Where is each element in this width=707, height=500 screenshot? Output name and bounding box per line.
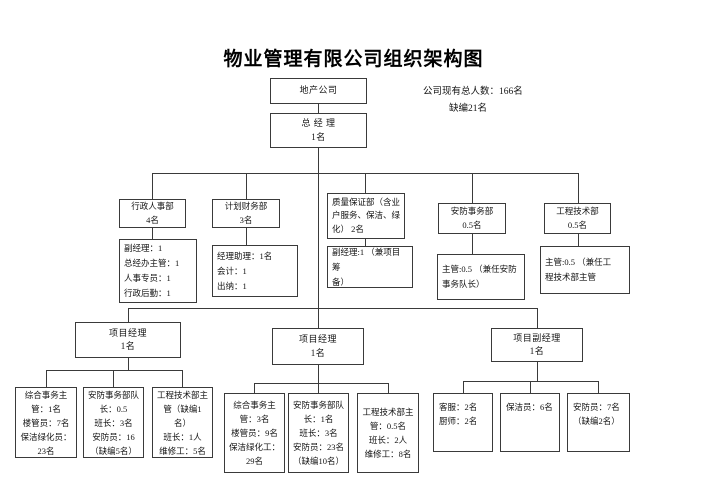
- connector: [537, 362, 538, 381]
- connector: [365, 239, 366, 246]
- connector: [254, 383, 389, 384]
- org-node-team2-affairs: 综合事务主管：3名楼管员：9名保洁绿化工：29名: [224, 393, 285, 473]
- org-node-team3-cleaning: 保洁员：6名: [500, 393, 560, 452]
- connector: [537, 308, 538, 328]
- connector: [318, 365, 319, 393]
- org-node-team2-security: 安防事务部队长：1名班长：3名安防员：23名（缺编10名）: [288, 393, 349, 473]
- connector: [254, 383, 255, 393]
- org-node-detail-quality: 副经理:1 （兼项目筹备）: [327, 246, 413, 288]
- connector: [246, 173, 247, 199]
- org-node-team3-service: 客服：2名厨师：2名: [433, 393, 493, 452]
- connector: [598, 381, 599, 393]
- org-node-team3-security: 安防员：7名（缺编2名）: [567, 393, 630, 452]
- connector: [472, 173, 473, 203]
- connector: [318, 148, 319, 328]
- connector: [388, 383, 389, 393]
- connector: [578, 173, 579, 203]
- connector: [463, 381, 599, 382]
- connector: [128, 358, 129, 370]
- connector: [128, 308, 538, 309]
- org-node-team1-affairs: 综合事务主管：1名楼管员：7名保洁绿化员：23名: [15, 387, 77, 458]
- connector: [152, 228, 153, 239]
- connector: [318, 104, 319, 113]
- connector: [113, 370, 114, 387]
- connector: [152, 173, 153, 199]
- connector: [46, 370, 183, 371]
- connector: [246, 228, 247, 245]
- connector: [578, 234, 579, 246]
- chart-title: 物业管理有限公司组织架构图: [223, 49, 484, 70]
- org-node-detail-security: 主管:0.5 （兼任安防事务队长）: [437, 254, 525, 300]
- connector: [182, 370, 183, 387]
- connector: [128, 308, 129, 322]
- connector: [472, 234, 473, 254]
- org-node-team2-engineering: 工程技术部主管：0.5名班长：2人维修工：8名: [357, 393, 419, 473]
- connector: [530, 381, 531, 393]
- connector: [365, 173, 366, 193]
- org-node-parent-company: 地产公司: [270, 78, 367, 104]
- headcount-summary: 公司现有总人数：166名 缺编21名: [423, 84, 523, 118]
- connector: [463, 381, 464, 393]
- vacancy-label: 缺编21名: [449, 104, 488, 114]
- org-node-dept-quality: 质量保证部（含业户服务、保洁、绿化） 2名: [327, 193, 405, 239]
- total-headcount-label: 公司现有总人数：166名: [423, 87, 523, 97]
- org-node-detail-engineering: 主管:0.5 （兼任工程技术部主管: [540, 246, 630, 294]
- connector: [46, 370, 47, 387]
